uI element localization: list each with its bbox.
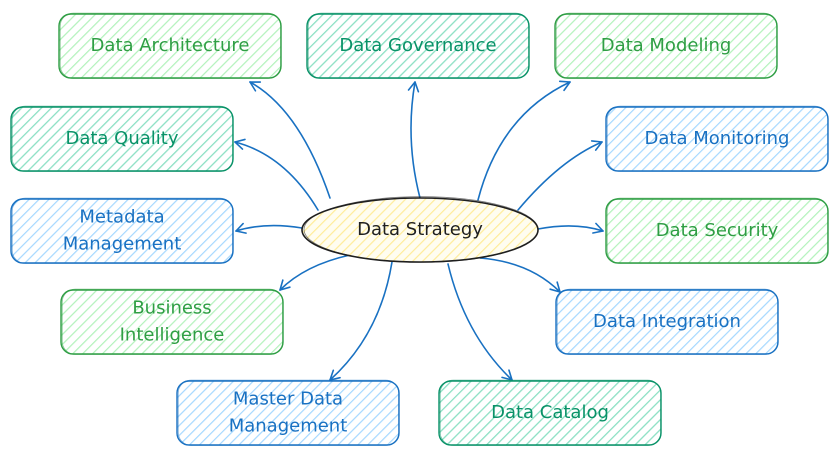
node-label: Data Security: [656, 220, 779, 241]
node-box-outline: [177, 379, 400, 446]
arrow-to-business-intelligence: [279, 254, 351, 291]
arrow-to-data-monitoring: [517, 140, 603, 211]
node-label: Metadata: [79, 207, 164, 228]
node-box-outline: [61, 288, 284, 355]
node-label: Data Integration: [593, 311, 741, 332]
node-data-integration: Data Integration: [555, 288, 779, 355]
arrow-to-master-data-management: [329, 261, 393, 381]
node-label: Business: [132, 298, 211, 319]
node-box-outline: [606, 197, 829, 264]
node-label: Data Modeling: [601, 35, 732, 56]
arrow-to-data-catalog: [447, 263, 513, 381]
center-node: Data Strategy: [301, 196, 539, 263]
node-data-catalog: Data Catalog: [438, 379, 662, 446]
node-label: Master Data: [233, 389, 343, 410]
node-label: Intelligence: [120, 325, 225, 346]
topic-nodes: Data Architecture Data Governance Data Mod…: [10, 12, 829, 446]
node-label: Data Quality: [65, 128, 178, 149]
arrow-to-data-security: [537, 222, 604, 234]
node-data-governance: Data Governance: [306, 12, 530, 79]
node-box-outline: [556, 288, 779, 355]
arrow-to-data-governance: [407, 81, 421, 199]
node-box-outline: [307, 12, 530, 79]
center-label: Data Strategy: [357, 219, 483, 240]
node-box-outline: [555, 12, 778, 79]
node-label: Management: [229, 416, 348, 437]
node-label: Data Monitoring: [645, 128, 790, 149]
arrow-to-data-quality: [234, 138, 319, 211]
arrow-to-metadata-management: [235, 222, 303, 234]
arrow-to-data-modeling: [477, 80, 571, 201]
node-box-outline: [59, 12, 282, 79]
node-label: Management: [63, 234, 182, 255]
node-label: Data Governance: [339, 35, 496, 56]
node-label: Data Architecture: [91, 35, 250, 56]
node-data-architecture: Data Architecture: [58, 12, 282, 79]
arrow-to-data-architecture: [249, 81, 331, 199]
node-label: Data Catalog: [491, 402, 609, 423]
center-ellipse-outline: [303, 196, 539, 263]
node-data-monitoring: Data Monitoring: [605, 105, 829, 172]
node-box-outline: [606, 105, 829, 172]
node-data-security: Data Security: [605, 197, 829, 264]
node-data-modeling: Data Modeling: [554, 12, 778, 79]
node-box-outline: [439, 379, 662, 446]
connector-arrows: [234, 80, 604, 381]
node-data-quality: Data Quality: [10, 105, 234, 172]
arrow-to-data-integration: [479, 257, 561, 293]
node-box-outline: [11, 105, 234, 172]
node-box-outline: [11, 197, 234, 264]
